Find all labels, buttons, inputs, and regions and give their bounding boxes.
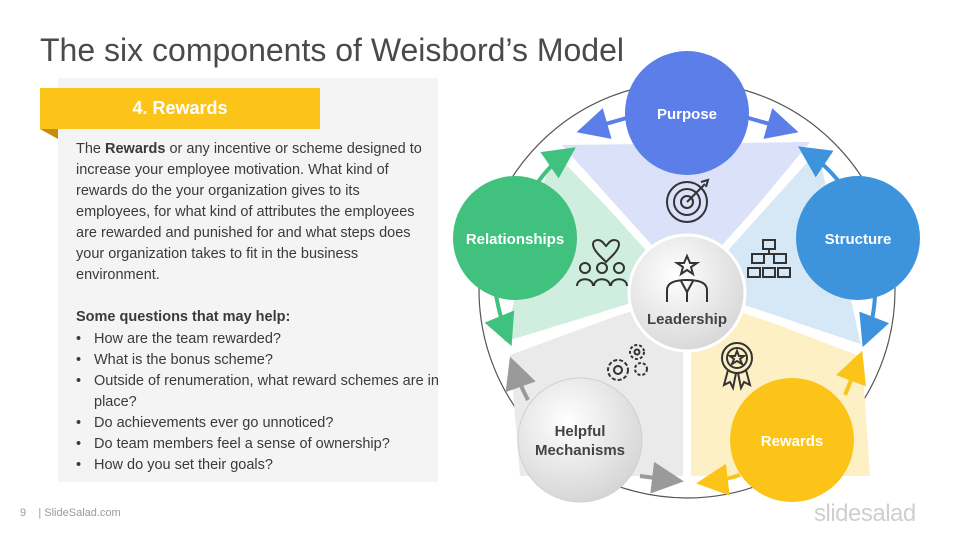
question-item: What is the bonus scheme? <box>76 350 440 371</box>
desc-rest: or any incentive or scheme designed to i… <box>76 141 422 283</box>
node-purpose-label: Purpose <box>657 106 717 123</box>
description-text: The Rewards or any incentive or scheme d… <box>76 139 436 286</box>
question-item: Do team members feel a sense of ownershi… <box>76 434 440 455</box>
leader-icon <box>666 253 708 302</box>
node-structure <box>796 176 920 300</box>
question-item: Do achievements ever go unnoticed? <box>76 413 440 434</box>
team-handshake-icon <box>576 238 628 287</box>
desc-prefix: The <box>76 141 106 157</box>
questions-list: How are the team rewarded? What is the b… <box>76 329 440 476</box>
arrow-purpose-left <box>576 108 631 139</box>
node-purpose <box>625 51 749 175</box>
brand-logo: slidesalad <box>814 500 916 527</box>
gears-icon <box>607 344 648 381</box>
arrow-rewards-left <box>696 463 741 496</box>
arrow-relationships-down <box>484 294 515 347</box>
footer: 9 | SlideSalad.com <box>20 507 121 519</box>
page-number: 9 <box>20 507 27 519</box>
tab-fold <box>40 129 58 139</box>
footer-site: | SlideSalad.com <box>38 507 121 519</box>
desc-bold: Rewards <box>105 141 166 157</box>
node-rewards <box>730 378 854 502</box>
section-tab: 4. Rewards <box>40 88 320 129</box>
arrow-relationships-up <box>536 147 576 184</box>
arrow-helpful-up <box>505 356 536 401</box>
question-item: How do you set their goals? <box>76 455 440 476</box>
question-item: How are the team rewarded? <box>76 329 440 350</box>
node-helpful-label-line2: Mechanisms <box>535 442 625 459</box>
target-icon <box>666 178 710 223</box>
node-leadership-label: Leadership <box>647 311 727 328</box>
arrow-structure-down <box>859 294 890 348</box>
sector-purpose <box>560 142 810 290</box>
arrow-helpful-right <box>639 461 684 494</box>
questions-heading: Some questions that may help: <box>76 309 291 325</box>
node-helpful-mechanisms <box>517 377 643 503</box>
question-item: Outside of renumeration, what reward sch… <box>76 371 440 413</box>
arrow-rewards-up <box>835 350 866 396</box>
node-helpful-label-line1: Helpful <box>555 423 606 440</box>
node-relationships-label: Relationships <box>466 231 564 248</box>
node-relationships <box>453 176 577 300</box>
org-chart-icon <box>747 239 791 278</box>
node-structure-label: Structure <box>825 231 892 248</box>
medal-icon <box>721 342 753 392</box>
arrow-purpose-right <box>744 108 799 139</box>
slide-title: The six components of Weisbord’s Model <box>40 32 624 68</box>
node-rewards-label: Rewards <box>761 433 824 450</box>
